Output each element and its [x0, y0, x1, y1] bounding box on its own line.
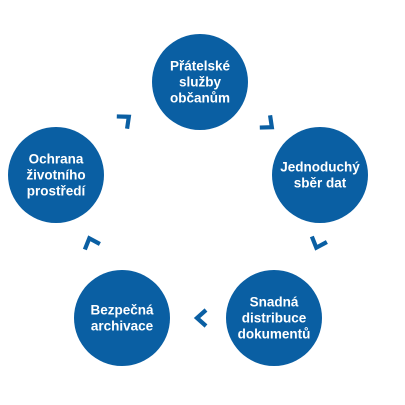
node-label-line: životního [26, 168, 85, 183]
chevron-arrow-icon [193, 308, 208, 328]
node-circle [272, 127, 368, 223]
node-circle [152, 34, 248, 130]
chevron-arrow-icon [259, 114, 275, 130]
node-label-line: Jednoduchý [280, 160, 360, 175]
node-label-line: distribuce [242, 311, 307, 326]
connectors [82, 114, 328, 328]
node-label-line: dokumentů [238, 327, 311, 342]
node-label-line: občanům [170, 91, 230, 106]
chevron-arrow-icon [116, 114, 132, 130]
node-label-line: sběr dat [294, 176, 347, 191]
node-label-line: Bezpečná [90, 303, 154, 318]
node-circle [226, 270, 322, 366]
node-label-line: Přátelské [170, 59, 231, 74]
node-circle [8, 127, 104, 223]
node-label-line: Snadná [250, 295, 299, 310]
node-circle [74, 270, 170, 366]
node-label-line: archivace [91, 319, 154, 334]
node-label-line: prostředí [27, 184, 87, 199]
node-label-line: Ochrana [29, 152, 84, 167]
chevron-arrow-icon [309, 235, 328, 251]
node-label-line: služby [179, 75, 222, 90]
chevron-arrow-icon [82, 235, 101, 251]
